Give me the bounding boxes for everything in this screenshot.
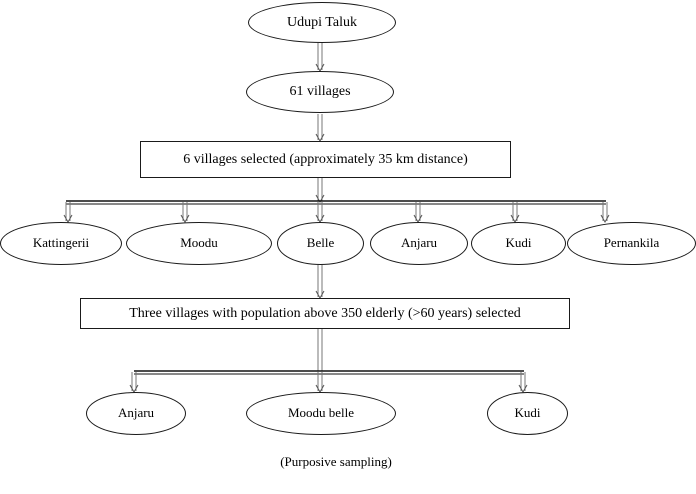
connector-taluk-to-villages [315,43,325,73]
node-village-anjaru-label: Anjaru [400,235,438,251]
node-village-pernankila-label: Pernankila [603,235,660,251]
box-three-villages-criteria[interactable]: Three villages with population above 350… [80,298,570,329]
connector-selection-box-to-bus [315,178,325,204]
connector-belle-to-criteria-box [315,265,325,300]
node-village-kudi[interactable]: Kudi [471,222,566,265]
node-final-moodu-belle-label: Moodu belle [287,405,355,421]
node-village-belle[interactable]: Belle [277,222,364,265]
box-six-villages-selected[interactable]: 6 villages selected (approximately 35 km… [140,141,511,178]
node-udupi-taluk-label: Udupi Taluk [287,14,357,30]
drop-arrow-kattingerii [63,202,73,224]
drop-arrow-final-moodu-belle [315,372,325,394]
connector-criteria-box-to-bus [317,329,323,371]
drop-arrow-kudi [510,202,520,224]
diagram-caption-label: (Purposive sampling) [280,453,392,469]
box-six-villages-selected-label: 6 villages selected (approximately 35 km… [183,151,468,167]
bus-final-villages [134,370,524,375]
node-final-moodu-belle[interactable]: Moodu belle [246,392,396,435]
node-village-moodu-label: Moodu [180,235,218,251]
drop-arrow-pernankila [600,202,610,224]
node-village-anjaru[interactable]: Anjaru [370,222,468,265]
node-61-villages-label: 61 villages [289,84,351,100]
drop-arrow-moodu [180,202,190,224]
node-village-moodu[interactable]: Moodu [126,222,272,265]
node-village-kattingerii[interactable]: Kattingerii [0,222,122,265]
node-village-kudi-label: Kudi [505,235,532,251]
node-final-anjaru-label: Anjaru [117,405,155,421]
drop-arrow-final-anjaru [129,372,139,394]
node-final-kudi-label: Kudi [514,405,541,421]
node-village-belle-label: Belle [306,235,335,251]
connector-villages-to-selection-box [315,114,325,143]
node-village-kattingerii-label: Kattingerii [32,235,90,251]
drop-arrow-anjaru [413,202,423,224]
diagram-caption: (Purposive sampling) [256,452,416,472]
box-three-villages-criteria-label: Three villages with population above 350… [129,305,521,321]
bus-six-villages [66,200,606,205]
node-final-kudi[interactable]: Kudi [487,392,568,435]
node-village-pernankila[interactable]: Pernankila [567,222,696,265]
drop-arrow-final-kudi [518,372,528,394]
drop-arrow-belle [315,202,325,224]
node-udupi-taluk[interactable]: Udupi Taluk [248,2,396,43]
node-61-villages[interactable]: 61 villages [246,71,394,113]
node-final-anjaru[interactable]: Anjaru [86,392,186,435]
